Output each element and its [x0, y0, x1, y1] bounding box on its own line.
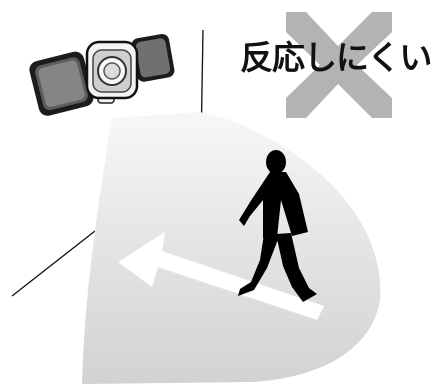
caption-text: 反応しにくい — [240, 38, 431, 78]
floodlight-sensor-light-icon — [28, 33, 176, 118]
detection-area — [82, 112, 380, 384]
